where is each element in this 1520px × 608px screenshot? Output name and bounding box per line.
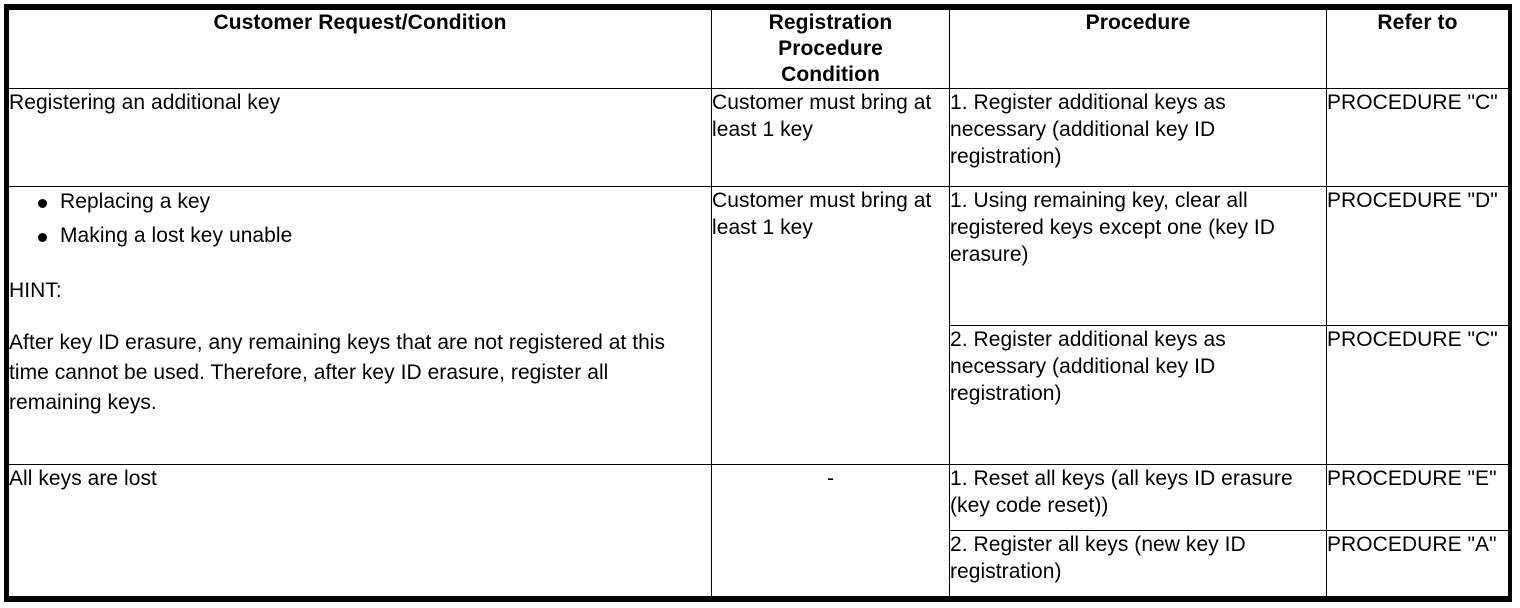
column-header-registration-procedure-condition: Registration Procedure Condition — [711, 9, 950, 89]
list-item: Replacing a key — [9, 187, 711, 217]
hint-label: HINT: — [9, 279, 62, 303]
customer-request-text: Registering an additional key — [9, 91, 281, 114]
refer-to-text: PROCEDURE "D" — [1327, 189, 1498, 213]
customer-request-text: All keys are lost — [9, 467, 157, 491]
column-header-customer-request-label: Customer Request/Condition — [213, 11, 507, 34]
registration-condition-text: Customer must bring at least 1 key — [712, 91, 932, 141]
table-row: Registering an additional key Customer m… — [8, 87, 1509, 188]
header-row: Customer Request/Condition Registration … — [8, 9, 1509, 89]
table-row: 2. Register all keys (new key ID registr… — [9, 530, 1509, 597]
refer-to-text: PROCEDURE "C" — [1327, 328, 1498, 352]
key-registration-table: Customer Request/Condition Registration … — [8, 9, 1509, 597]
cell-refer-to: PROCEDURE "C" — [1326, 325, 1509, 466]
procedure-step-text: 2. Register additional keys as necessary… — [950, 328, 1226, 406]
cell-refer-to: PROCEDURE "C" — [1326, 87, 1509, 188]
cell-refer-to: PROCEDURE "D" — [1326, 186, 1509, 327]
cell-registration-condition: Customer must bring at least 1 key — [711, 186, 950, 466]
registration-condition-text: - — [826, 467, 835, 491]
table-body: Registering an additional key Customer m… — [8, 87, 1509, 597]
cell-procedure: 2. Register additional keys as necessary… — [949, 325, 1327, 466]
table-header: Customer Request/Condition Registration … — [8, 9, 1509, 89]
cell-procedure: 2. Register all keys (new key ID registr… — [949, 530, 1327, 597]
key-registration-table-container: Customer Request/Condition Registration … — [4, 4, 1512, 602]
refer-to-text: PROCEDURE "C" — [1327, 91, 1498, 114]
procedure-step-text: 1. Register additional keys as necessary… — [950, 91, 1226, 168]
column-header-condition-line-1: Registration — [768, 11, 893, 34]
cell-customer-request: All keys are lost — [8, 464, 712, 597]
procedure-step-text: 1. Using remaining key, clear all regist… — [950, 189, 1276, 267]
cell-registration-condition: - — [711, 464, 950, 597]
column-header-condition-line-2: Procedure — [778, 37, 883, 60]
column-header-refer-to-label: Refer to — [1377, 11, 1458, 34]
table-row: Replacing a key Making a lost key unable… — [8, 186, 1509, 466]
cell-refer-to: PROCEDURE "A" — [1326, 530, 1509, 597]
procedure-step-text: 1. Reset all keys (all keys ID erasure (… — [950, 467, 1293, 518]
customer-request-bullet-text: Replacing a key — [60, 190, 211, 214]
refer-to-text: PROCEDURE "A" — [1327, 533, 1497, 557]
procedure-step-text: 2. Register all keys (new key ID registr… — [950, 533, 1246, 584]
cell-procedure: 1. Reset all keys (all keys ID erasure (… — [949, 464, 1327, 532]
column-header-procedure-label: Procedure — [1085, 11, 1191, 34]
column-header-refer-to: Refer to — [1326, 9, 1509, 89]
cell-customer-request: Registering an additional key — [8, 87, 712, 188]
cell-customer-request: Replacing a key Making a lost key unable… — [8, 186, 712, 466]
cell-refer-to: PROCEDURE "E" — [1326, 464, 1509, 532]
cell-procedure: 1. Using remaining key, clear all regist… — [949, 186, 1327, 327]
refer-to-text: PROCEDURE "E" — [1327, 467, 1497, 491]
column-header-condition-line-3: Condition — [781, 63, 880, 86]
registration-condition-text: Customer must bring at least 1 key — [712, 189, 932, 240]
customer-request-bullet-list: Replacing a key Making a lost key unable — [9, 187, 711, 251]
cell-registration-condition: Customer must bring at least 1 key — [711, 87, 950, 188]
column-header-customer-request: Customer Request/Condition — [8, 9, 712, 89]
table-row: 2. Register additional keys as necessary… — [9, 325, 1509, 466]
list-item: Making a lost key unable — [9, 221, 711, 251]
hint-body-text: After key ID erasure, any remaining keys… — [9, 331, 666, 415]
customer-request-bullet-text: Making a lost key unable — [60, 224, 293, 248]
column-header-procedure: Procedure — [949, 9, 1327, 89]
cell-procedure: 1. Register additional keys as necessary… — [949, 87, 1327, 188]
table-row: All keys are lost - 1. Reset all keys (a… — [8, 464, 1509, 597]
